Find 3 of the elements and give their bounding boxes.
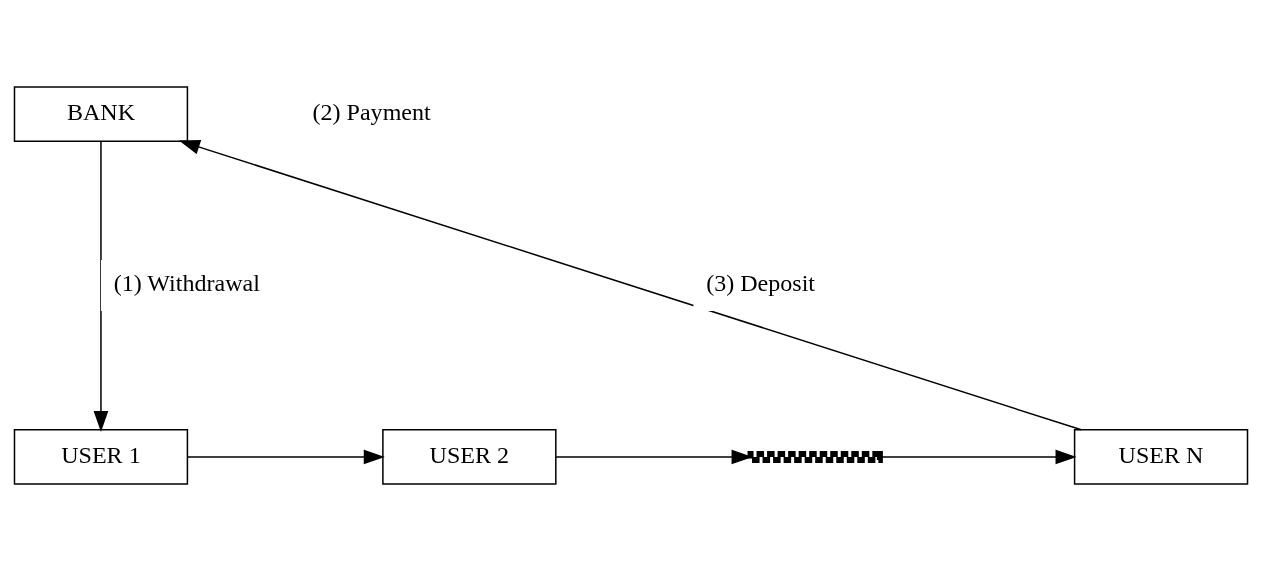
edge-label: (3) Deposit: [706, 270, 816, 297]
edge-label: (1) Withdrawal: [113, 270, 260, 297]
label: (2) Payment: [312, 98, 431, 125]
